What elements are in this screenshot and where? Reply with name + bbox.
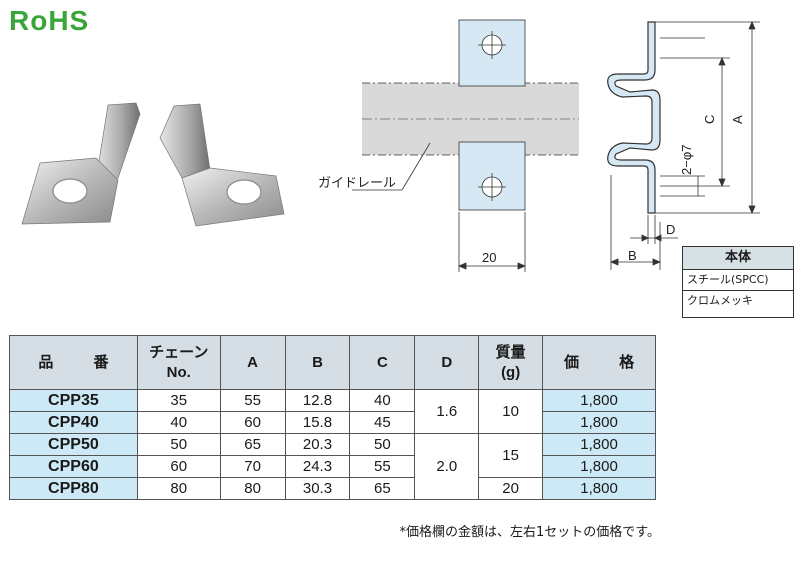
material-box: 本体 スチール(SPCC) クロムメッキ: [682, 246, 794, 318]
dim-width-label: 20: [482, 250, 496, 265]
rohs-logo: RoHS: [9, 5, 90, 36]
dim-C-label: C: [702, 115, 717, 124]
cell-B: 30.3: [284, 477, 351, 500]
cell-price: 1,800: [542, 389, 656, 412]
material-header: 本体: [683, 247, 793, 270]
cell-C: 50: [349, 433, 416, 456]
cell-D: 2.0: [414, 433, 480, 500]
material-line-plating: クロムメッキ: [683, 290, 793, 311]
cell-B: 20.3: [284, 433, 351, 456]
cell-C: 65: [349, 477, 416, 500]
rail-label: ガイドレール: [318, 175, 396, 190]
cell-code: CPP35: [9, 389, 138, 412]
dim-B-label: B: [628, 248, 637, 263]
cell-mass: 15: [478, 433, 544, 478]
cell-chain: 60: [136, 455, 221, 478]
cell-B: 24.3: [284, 455, 351, 478]
table-row: CPP35 35 55 12.8 40 1.6 10 1,800: [9, 389, 656, 434]
cell-code: CPP80: [9, 477, 138, 500]
header-C: C: [349, 335, 416, 390]
cell-mass: 10: [478, 389, 544, 434]
header-D: D: [414, 335, 480, 390]
cell-chain: 50: [136, 433, 221, 456]
product-photo: [21, 102, 285, 227]
header-price: 価 格: [542, 335, 656, 390]
cell-A: 55: [219, 389, 286, 412]
dim-A-label: A: [730, 115, 745, 124]
cell-B: 12.8: [284, 389, 351, 412]
header-B: B: [284, 335, 351, 390]
cell-A: 65: [219, 433, 286, 456]
cell-chain: 35: [136, 389, 221, 412]
cell-price: 1,800: [542, 411, 656, 434]
bracket-right-shape: [159, 103, 285, 227]
bracket-left-shape: [21, 102, 141, 225]
cell-code: CPP60: [9, 455, 138, 478]
cell-price: 1,800: [542, 433, 656, 456]
table-row: CPP40 40 60 15.8 45 1,800: [9, 411, 656, 434]
technical-drawing: ガイドレール 20 A C 2−φ7 B D: [318, 19, 760, 272]
material-line-steel: スチール(SPCC): [687, 273, 769, 286]
dim-D-label: D: [666, 222, 675, 237]
table-row: CPP50 50 65 20.3 50 2.0 15 1,800: [9, 433, 656, 500]
cell-chain: 40: [136, 411, 221, 434]
cell-C: 40: [349, 389, 416, 412]
cell-code: CPP50: [9, 433, 138, 456]
cell-C: 45: [349, 411, 416, 434]
side-profile-shape: [607, 21, 661, 214]
table-row: CPP80 80 80 30.3 65 20 1,800: [9, 477, 656, 500]
cell-A: 70: [219, 455, 286, 478]
cell-B: 15.8: [284, 411, 351, 434]
cell-code: CPP40: [9, 411, 138, 434]
header-code: 品 番: [9, 335, 138, 390]
cell-C: 55: [349, 455, 416, 478]
cell-D: 1.6: [414, 389, 480, 434]
cell-mass: 20: [478, 477, 544, 500]
cell-chain: 80: [136, 477, 221, 500]
header-A: A: [219, 335, 286, 390]
cell-A: 60: [219, 411, 286, 434]
cell-price: 1,800: [542, 455, 656, 478]
cell-A: 80: [219, 477, 286, 500]
price-note: *価格欄の金額は、左右1セットの価格です。: [399, 525, 660, 540]
header-mass: 質量(g): [478, 335, 544, 390]
cell-price: 1,800: [542, 477, 656, 500]
table-row: CPP60 60 70 24.3 55 1,800: [9, 455, 656, 478]
dim-hole-label: 2−φ7: [679, 145, 694, 175]
